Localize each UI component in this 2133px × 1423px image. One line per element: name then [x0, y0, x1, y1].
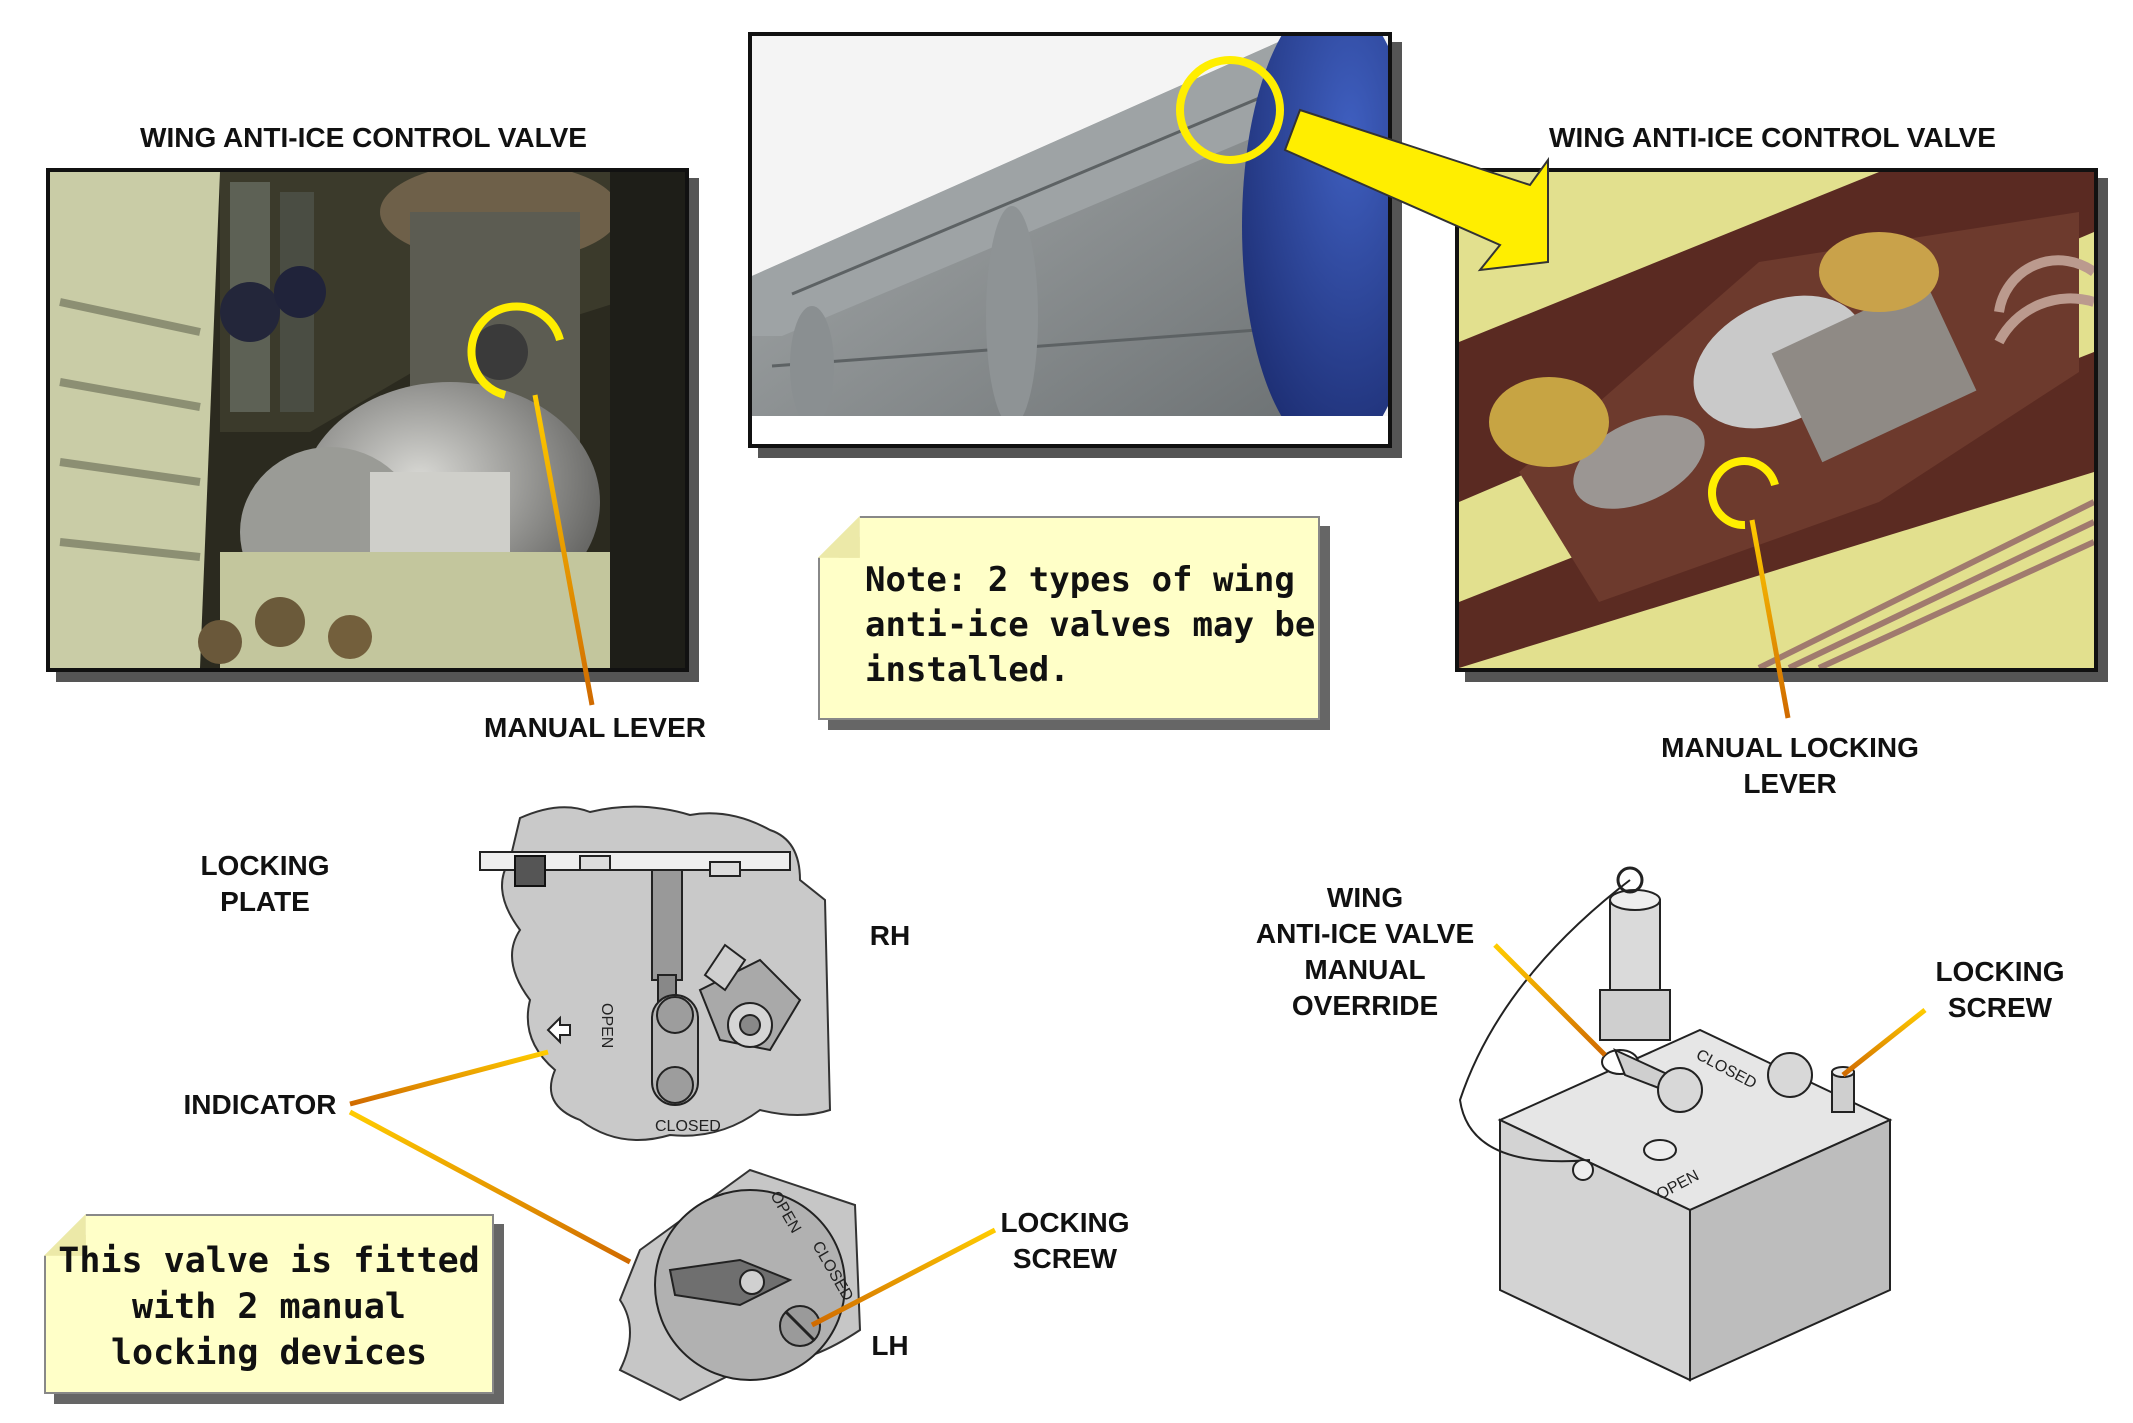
- left-valve-photo: [46, 168, 689, 672]
- left-lever-highlight-ring: [467, 302, 564, 399]
- isometric-valve-drawing: CLOSED OPEN: [1458, 866, 1893, 1382]
- callout-arrow: [1283, 108, 1549, 272]
- indicator-label: INDICATOR: [183, 1089, 337, 1120]
- locking-plate-label-2: PLATE: [220, 886, 310, 917]
- override-label-3: MANUAL: [1304, 954, 1426, 985]
- right-valve-photo: [1455, 168, 2098, 672]
- rh-open-mark: OPEN: [598, 1003, 615, 1048]
- locking-screw-lh-label-1: LOCKING: [1000, 1207, 1130, 1238]
- locking-plate-label-1: LOCKING: [200, 850, 330, 881]
- note-fitted: This valve is fitted with 2 manual locki…: [44, 1214, 494, 1394]
- wing-highlight-ring: [1176, 56, 1284, 164]
- lh-label: LH: [871, 1330, 909, 1361]
- leader-locking-screw-lh: [810, 1227, 997, 1328]
- leader-manual-lever: [532, 394, 595, 706]
- note-fold: [44, 1214, 86, 1256]
- manual-locking-lever-label-1: MANUAL LOCKING: [1661, 732, 1919, 763]
- valve-title-left: WING ANTI-ICE CONTROL VALVE: [140, 122, 587, 153]
- right-lever-highlight-ring: [1708, 457, 1779, 530]
- valve-title-right: WING ANTI-ICE CONTROL VALVE: [1549, 122, 1996, 153]
- manual-lever-label: MANUAL LEVER: [484, 712, 706, 743]
- lh-valve-drawing: OPEN CLOSED: [618, 1168, 862, 1402]
- note-fold: [818, 516, 860, 558]
- locking-screw-lh-label-2: SCREW: [1012, 1243, 1118, 1274]
- right-valve-photo-art: [1459, 172, 2094, 668]
- leader-indicator-lh: [348, 1109, 632, 1265]
- locking-screw-r-label-2: SCREW: [1947, 992, 2053, 1023]
- rh-valve-drawing: OPEN CLOSED: [479, 805, 832, 1141]
- override-label-1: WING: [1326, 882, 1404, 913]
- note-types: Note: 2 types of wing anti-ice valves ma…: [818, 516, 1320, 720]
- wing-photo: [748, 32, 1392, 448]
- note-types-text: Note: 2 types of wing anti-ice valves ma…: [865, 560, 1316, 690]
- leader-indicator-rh: [349, 1049, 549, 1107]
- rh-closed-mark: CLOSED: [655, 1118, 721, 1135]
- locking-screw-r-label-1: LOCKING: [1935, 956, 2065, 987]
- override-label-4: OVERRIDE: [1291, 990, 1439, 1021]
- manual-locking-lever-label-2: LEVER: [1743, 768, 1837, 799]
- override-label-2: ANTI-ICE VALVE: [1255, 918, 1475, 949]
- rh-label: RH: [869, 920, 911, 951]
- leader-manual-locking-lever: [1749, 519, 1791, 719]
- left-valve-photo-art: [50, 172, 685, 668]
- leader-locking-screw-r: [1841, 1008, 1927, 1077]
- leader-override: [1493, 943, 1607, 1057]
- note-fitted-text: This valve is fitted with 2 manual locki…: [58, 1241, 480, 1373]
